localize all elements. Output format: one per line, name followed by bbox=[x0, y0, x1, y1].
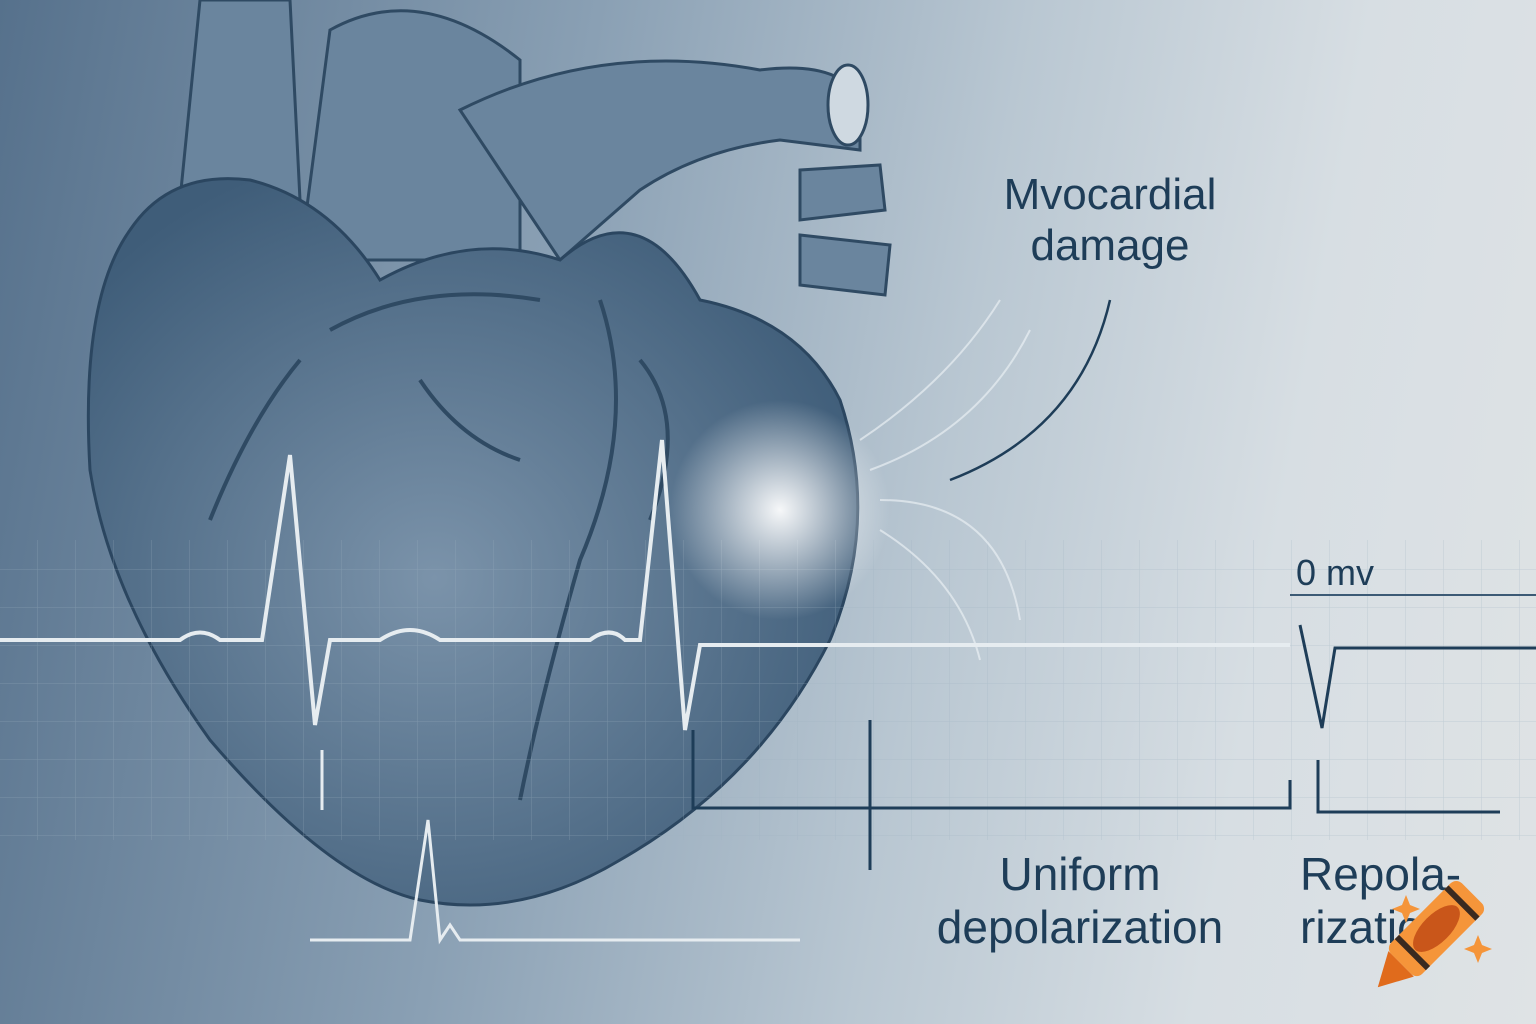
label-myocardial-damage: Mvocardial damage bbox=[960, 170, 1260, 271]
label-repolarization: Repola- rization bbox=[1300, 848, 1500, 954]
label-line: Mvocardial bbox=[1003, 170, 1217, 219]
label-zero-mv: 0 mv bbox=[1296, 552, 1375, 593]
label-line: damage bbox=[1030, 220, 1190, 270]
ecg-trace-dark bbox=[320, 594, 1536, 870]
label-line: Uniform bbox=[999, 848, 1161, 900]
ecg-trace-lower bbox=[310, 819, 800, 945]
damage-rays bbox=[859, 299, 1031, 661]
label-line: depolarization bbox=[936, 900, 1224, 953]
label-uniform-depolarization: Uniform depolarization bbox=[900, 848, 1260, 954]
damage-pointer-line bbox=[949, 299, 1112, 482]
label-line: Repola- bbox=[1300, 848, 1462, 900]
heart-vessels bbox=[178, 0, 892, 297]
damage-glow bbox=[670, 400, 890, 620]
ecg-trace-main bbox=[0, 439, 1290, 731]
label-line: rization bbox=[1300, 900, 1449, 953]
